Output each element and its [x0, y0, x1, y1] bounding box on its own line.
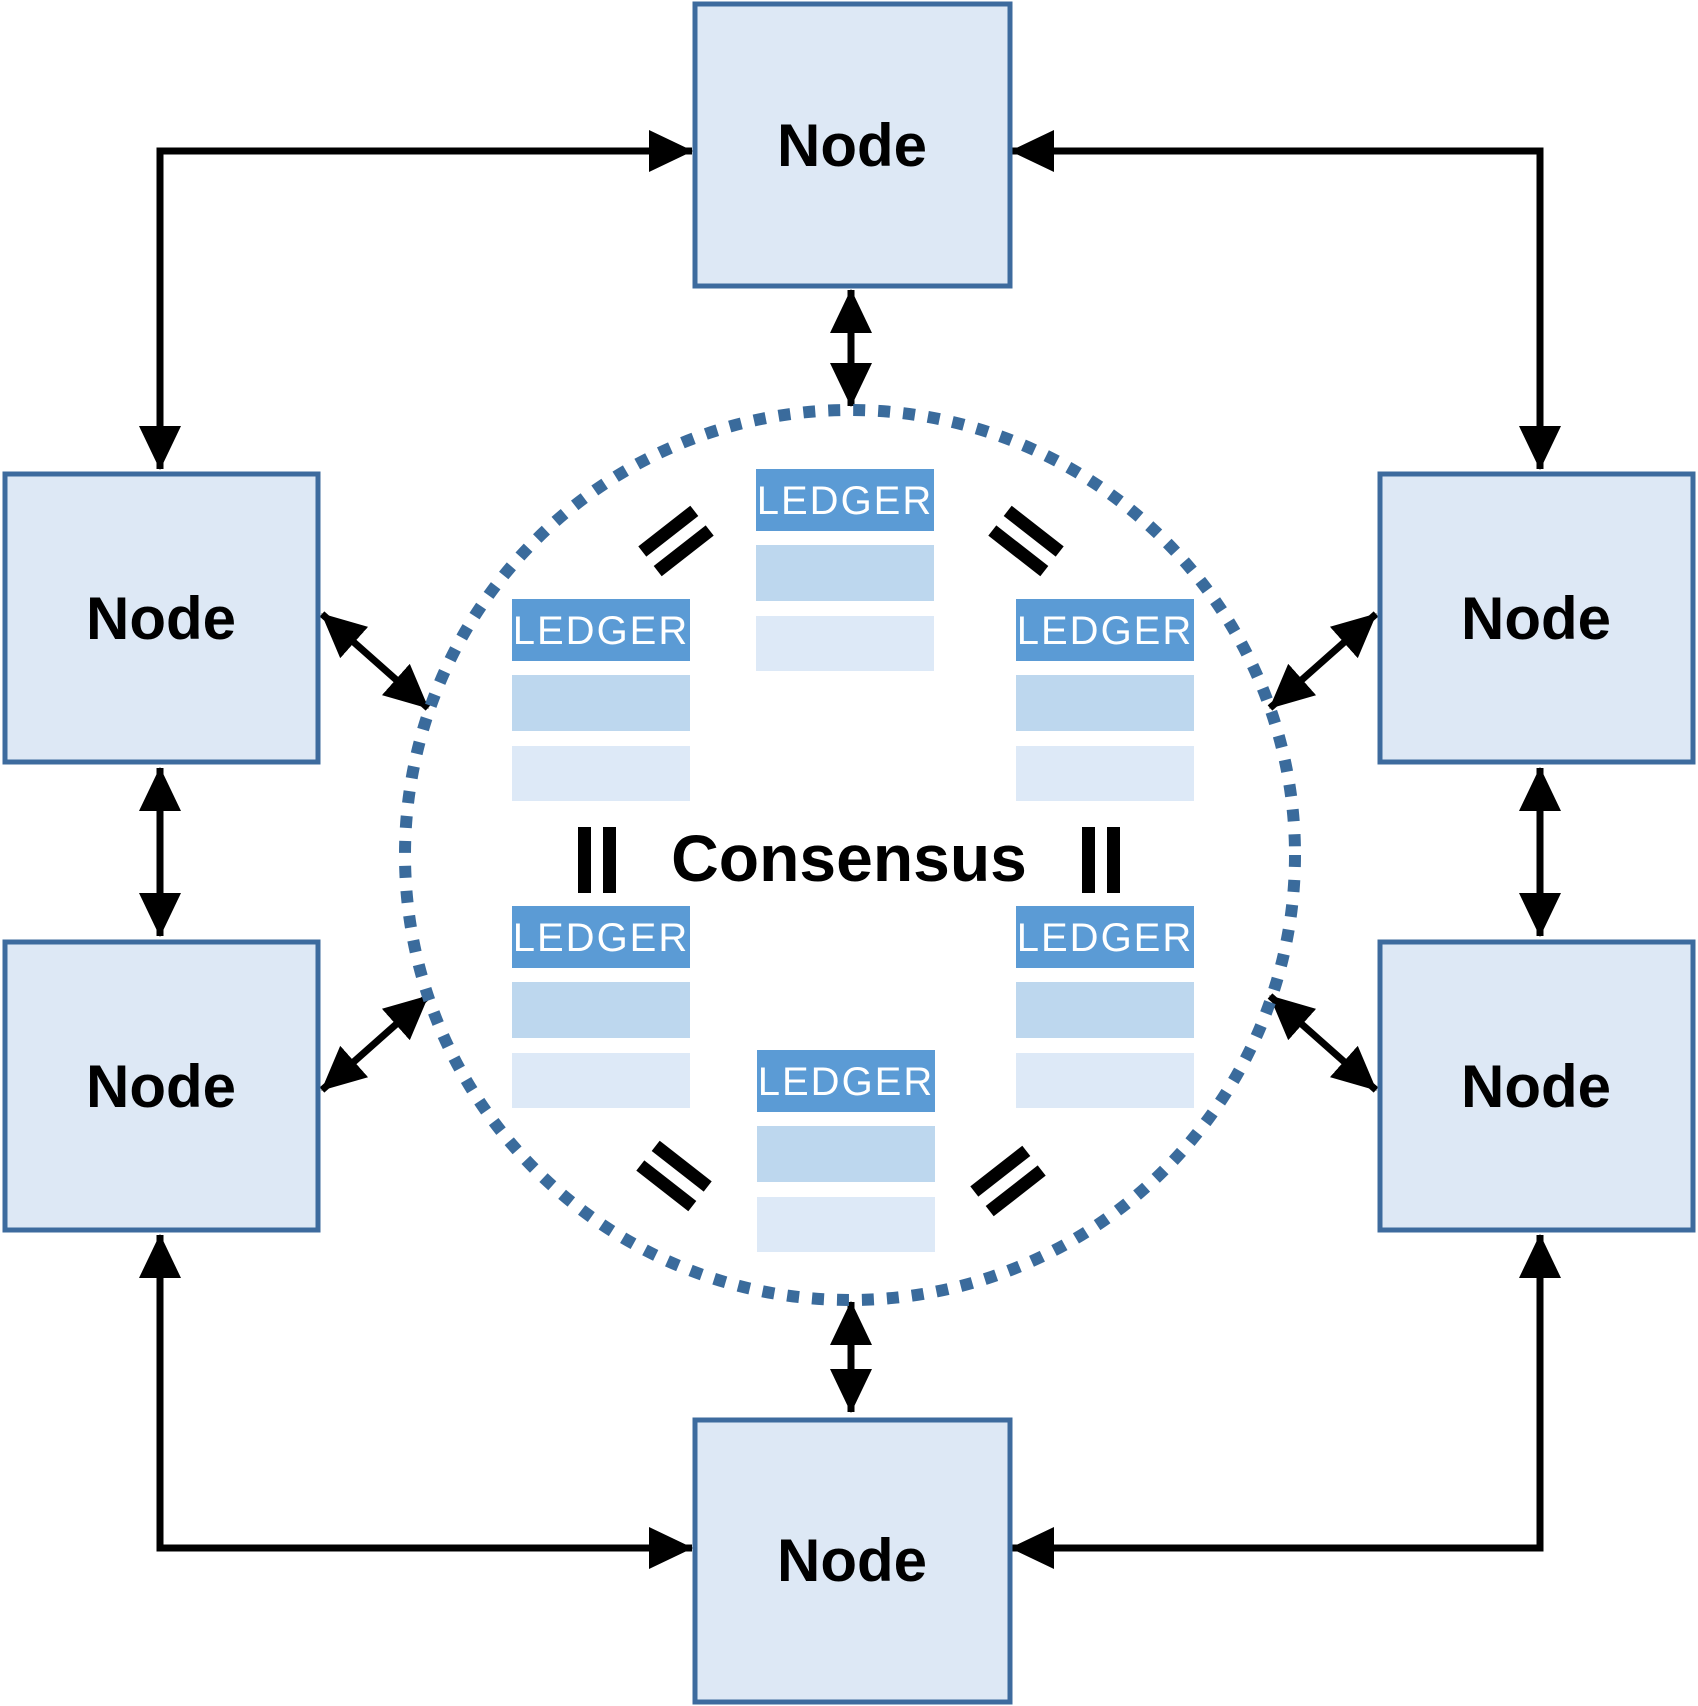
equals-icon-se — [970, 1145, 1046, 1217]
ledger-block-upper-left: LEDGER — [512, 599, 690, 801]
ledger-block-lower-left: LEDGER — [512, 906, 690, 1108]
ledger-label: LEDGER — [758, 1060, 935, 1104]
equals-icon-ne — [988, 505, 1064, 577]
node-label: Node — [777, 112, 927, 179]
ledger-row — [757, 1197, 935, 1252]
ledger-row — [1016, 675, 1194, 731]
ledger-row — [512, 1053, 690, 1108]
equals-bar — [653, 525, 714, 577]
ledger-header — [757, 1050, 935, 1112]
ledger-label: LEDGER — [1017, 916, 1194, 960]
connector-bottom-right-corner — [1010, 1234, 1561, 1569]
node-label: Node — [1461, 585, 1611, 652]
equals-bar — [638, 505, 699, 557]
ledger-row — [1016, 746, 1194, 801]
node-box — [1377, 939, 1696, 1233]
ledger-row — [1016, 982, 1194, 1038]
ledger-row — [756, 616, 934, 671]
ledger-label: LEDGER — [757, 479, 934, 523]
connector-bottom-left-corner — [139, 1234, 693, 1569]
node-box — [692, 1, 1013, 289]
ledger-label: LEDGER — [513, 609, 690, 653]
ledger-row — [512, 746, 690, 801]
node-box — [2, 471, 321, 765]
consensus-title: Consensus — [671, 821, 1027, 895]
ledger-header — [756, 469, 934, 531]
consensus-circle-border — [399, 404, 1301, 1306]
equals-icon-nw — [638, 505, 714, 577]
node-right-lower: Node — [1377, 939, 1696, 1233]
node-box — [1377, 471, 1696, 765]
ledger-block-top-center: LEDGER — [756, 469, 934, 671]
node-label: Node — [777, 1527, 927, 1594]
ledger-row — [512, 675, 690, 731]
equals-bar — [636, 1160, 697, 1212]
equals-bar — [1107, 827, 1120, 893]
ledger-block-bottom-center: LEDGER — [757, 1050, 935, 1252]
node-box — [2, 939, 321, 1233]
connector-left-lower-node-circle — [319, 993, 431, 1093]
ledger-label: LEDGER — [1017, 609, 1194, 653]
node-bottom: Node — [692, 1417, 1013, 1705]
equals-bar — [603, 827, 616, 893]
connector-left-upper-node-circle — [319, 611, 431, 711]
ledger-row — [756, 545, 934, 601]
node-box — [692, 1417, 1013, 1705]
node-left-lower: Node — [2, 939, 321, 1233]
equals-bar — [985, 1165, 1046, 1217]
connector-top-right-corner — [1010, 130, 1561, 470]
equals-icon-east — [1082, 827, 1120, 893]
ledger-row — [512, 982, 690, 1038]
ledger-header — [512, 599, 690, 661]
equals-bar — [970, 1145, 1031, 1197]
connector-right-upper-node-circle — [1267, 611, 1379, 711]
connector-top-left-corner — [139, 130, 693, 470]
node-top: Node — [692, 1, 1013, 289]
node-label: Node — [1461, 1053, 1611, 1120]
equals-bar — [988, 525, 1049, 577]
node-left-upper: Node — [2, 471, 321, 765]
equals-bar — [651, 1140, 712, 1192]
node-label: Node — [86, 585, 236, 652]
ledger-row — [757, 1126, 935, 1182]
node-label: Node — [86, 1053, 236, 1120]
equals-bar — [1003, 505, 1064, 557]
ledger-header — [1016, 599, 1194, 661]
connector-right-lower-node-circle — [1267, 993, 1379, 1093]
equals-icon-sw — [636, 1140, 712, 1212]
ledger-header — [1016, 906, 1194, 968]
ledger-row — [1016, 1053, 1194, 1108]
ledger-block-lower-right: LEDGER — [1016, 906, 1194, 1108]
ledger-label: LEDGER — [513, 916, 690, 960]
equals-bar — [578, 827, 591, 893]
ledger-block-upper-right: LEDGER — [1016, 599, 1194, 801]
equals-icon-west — [578, 827, 616, 893]
node-right-upper: Node — [1377, 471, 1696, 765]
ledger-header — [512, 906, 690, 968]
equals-bar — [1082, 827, 1095, 893]
